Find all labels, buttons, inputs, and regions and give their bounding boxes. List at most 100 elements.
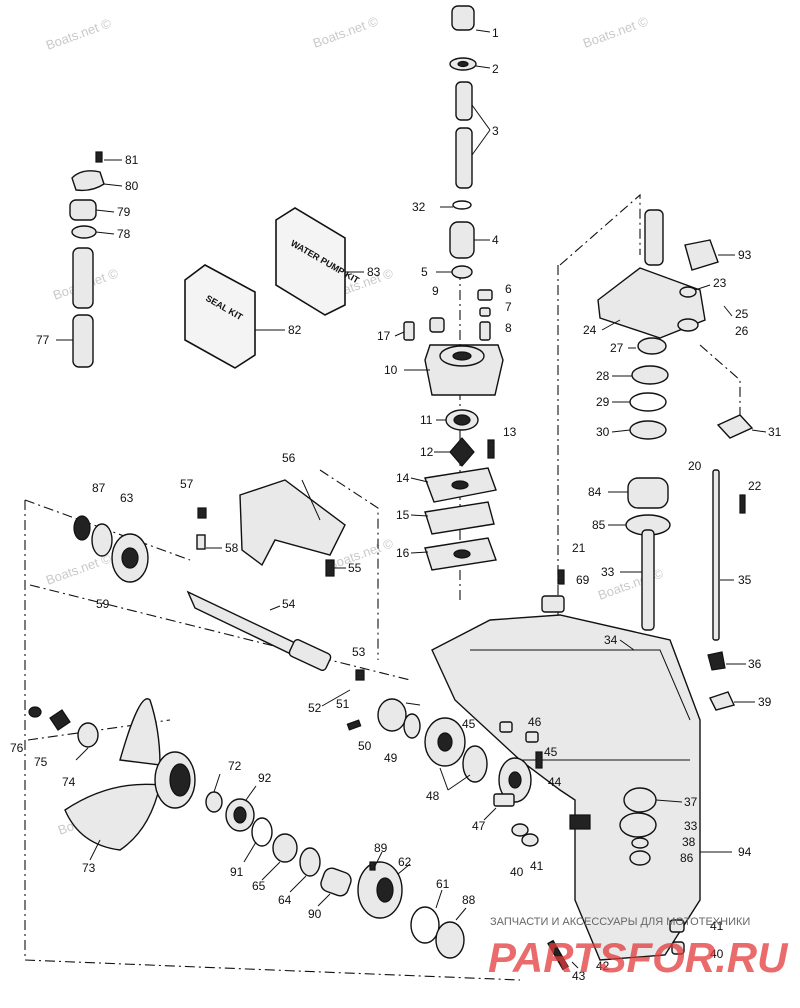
- callout-label: 52: [308, 701, 322, 715]
- leader-lines: [56, 29, 767, 969]
- callout-label: 29: [596, 395, 610, 409]
- callout-label: 40: [710, 947, 724, 961]
- callout-label: 39: [758, 695, 772, 709]
- callout-label: 64: [278, 893, 292, 907]
- callout-label: 75: [34, 755, 48, 769]
- callout-label: 63: [120, 491, 134, 505]
- callout-label: 74: [62, 775, 76, 789]
- callout-label: 91: [230, 865, 244, 879]
- callout-label: 82: [288, 323, 302, 337]
- callout-label: 38: [682, 835, 696, 849]
- callout-label: 84: [588, 485, 602, 499]
- callout-label: 49: [384, 751, 398, 765]
- callout-label: 27: [610, 341, 624, 355]
- callout-label: 58: [225, 541, 239, 555]
- callout-label: 43: [572, 969, 586, 983]
- callout-label: 44: [548, 775, 562, 789]
- callout-label: 57: [180, 477, 194, 491]
- callout-label: 1: [492, 26, 499, 40]
- callout-label: 88: [462, 893, 476, 907]
- callout-label: 16: [396, 546, 410, 560]
- callout-label: 55: [348, 561, 362, 575]
- callout-label: 80: [125, 179, 139, 193]
- callout-label: 25: [735, 307, 749, 321]
- watermark: Boats.net ©: [44, 15, 114, 53]
- callout-label: 90: [308, 907, 322, 921]
- callout-label: 26: [735, 324, 749, 338]
- callout-label: 83: [367, 265, 381, 279]
- callout-label: 46: [528, 715, 542, 729]
- callout-label: 6: [505, 282, 512, 296]
- callout-label: 5: [421, 265, 428, 279]
- seal-kit: SEAL KIT: [184, 264, 256, 369]
- watermark: Boats.net ©: [581, 13, 651, 51]
- callout-label: 85: [592, 518, 606, 532]
- callout-label: 34: [604, 633, 618, 647]
- callout-label: 81: [125, 153, 139, 167]
- propeller: [28, 698, 196, 851]
- callout-label: 54: [282, 597, 296, 611]
- callout-label: 72: [228, 759, 242, 773]
- partsfor-logo: PARTSFOR.RU: [488, 934, 789, 981]
- callout-label: 53: [352, 645, 366, 659]
- callout-label: 3: [492, 124, 499, 138]
- callout-label: 41: [710, 919, 724, 933]
- part-number-callouts: 1 2 3 32 4 5 6 7 8 9 17 10 11 12 13 14 1…: [10, 26, 782, 983]
- partsfor-branding: ЗАПЧАСТИ И АКСЕССУАРЫ ДЛЯ МОТОТЕХНИКИ PA…: [488, 916, 789, 981]
- callout-label: 17: [377, 329, 391, 343]
- callout-label: 33: [601, 565, 615, 579]
- callout-label: 32: [412, 200, 426, 214]
- callout-label: 31: [768, 425, 782, 439]
- callout-label: 7: [505, 300, 512, 314]
- callout-label: 48: [426, 789, 440, 803]
- callout-label: 56: [282, 451, 296, 465]
- callout-label: 8: [505, 321, 512, 335]
- callout-label: 10: [384, 363, 398, 377]
- callout-label: 61: [436, 877, 450, 891]
- water-pump-kit: WATER PUMP KIT: [275, 207, 361, 316]
- callout-label: 22: [748, 479, 762, 493]
- shift-shaft-assembly: [69, 151, 105, 368]
- propeller-shaft-assembly: [73, 515, 543, 847]
- callout-label: 11: [420, 413, 433, 427]
- callout-label: 12: [420, 445, 434, 459]
- shift-linkage-parts: [597, 209, 754, 440]
- callout-label: 87: [92, 481, 106, 495]
- callout-label: 40: [510, 865, 524, 879]
- callout-label: 28: [596, 369, 610, 383]
- callout-label: 15: [396, 508, 410, 522]
- callout-label: 2: [492, 62, 499, 76]
- callout-label: 59: [96, 597, 110, 611]
- callout-label: 30: [596, 425, 610, 439]
- gear-housing: [431, 614, 701, 961]
- callout-label: 89: [374, 841, 388, 855]
- assembly-guide-lines: [24, 193, 741, 981]
- callout-label: 73: [82, 861, 96, 875]
- callout-label: 51: [336, 697, 350, 711]
- callout-label: 62: [398, 855, 412, 869]
- callout-label: 47: [472, 819, 486, 833]
- callout-label: 36: [748, 657, 762, 671]
- callout-label: 77: [36, 333, 50, 347]
- callout-label: 94: [738, 845, 752, 859]
- water-pump-stack: [403, 5, 504, 571]
- bracket-plate: [196, 479, 346, 577]
- callout-label: 65: [252, 879, 266, 893]
- callout-label: 35: [738, 573, 752, 587]
- callout-label: 79: [117, 205, 131, 219]
- callout-label: 4: [492, 233, 499, 247]
- callout-label: 69: [576, 573, 590, 587]
- callout-label: 45: [462, 717, 476, 731]
- callout-label: 24: [583, 323, 597, 337]
- callout-label: 76: [10, 741, 24, 755]
- callout-label: 21: [572, 541, 586, 555]
- callout-label: 13: [503, 425, 517, 439]
- callout-label: 41: [530, 859, 544, 873]
- callout-label: 92: [258, 771, 272, 785]
- callout-label: 33: [684, 819, 698, 833]
- watermark: Boats.net ©: [311, 13, 381, 51]
- callout-label: 93: [738, 248, 752, 262]
- callout-label: 42: [596, 959, 610, 973]
- callout-label: 9: [432, 284, 439, 298]
